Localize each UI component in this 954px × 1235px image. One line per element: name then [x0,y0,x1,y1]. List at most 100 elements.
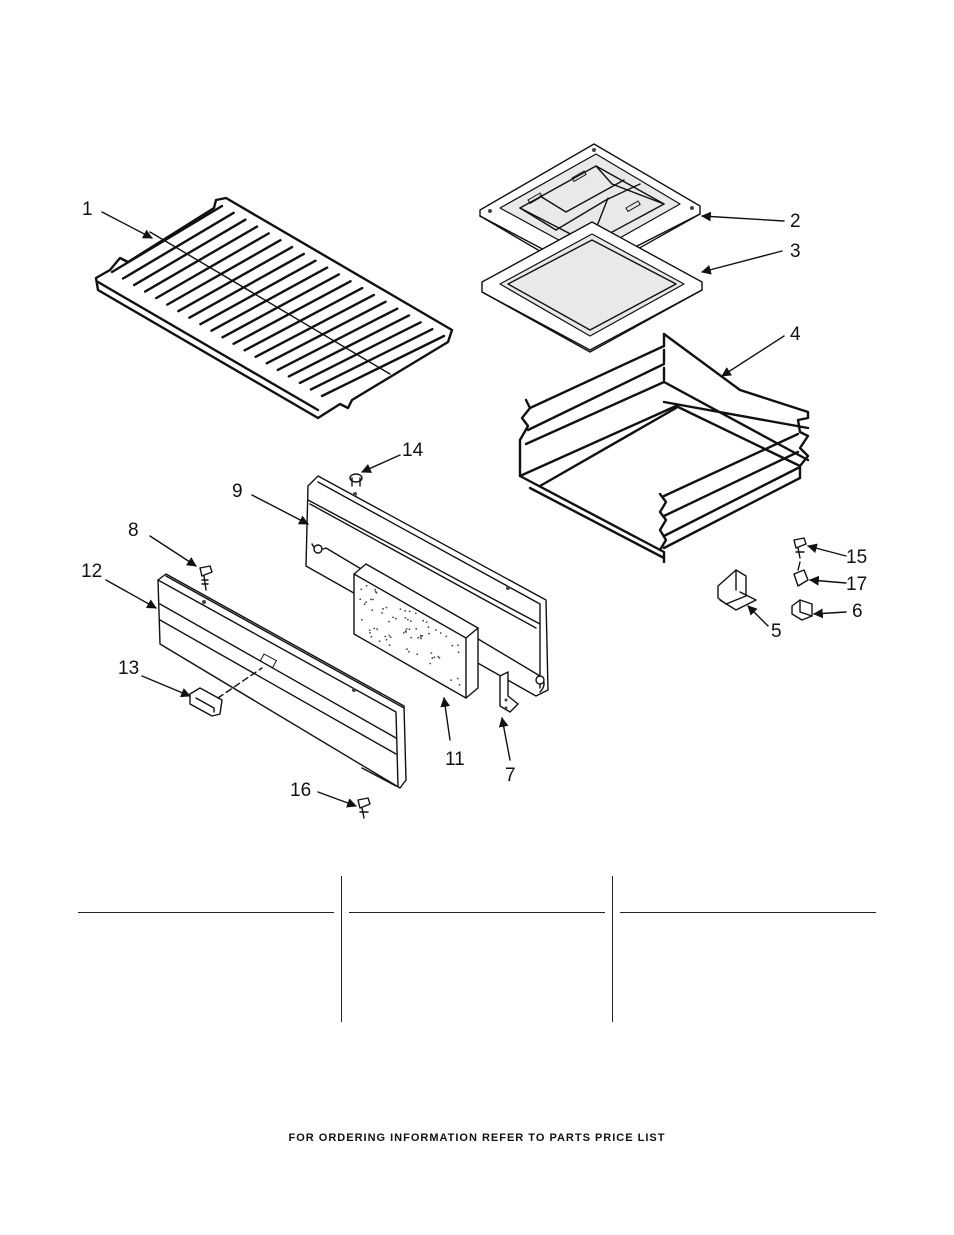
rack-cross-wire [221,273,341,339]
insulation-texture-dot [409,620,412,622]
table-rule [349,912,605,913]
insulation-texture-dot [388,620,390,623]
rack-cross-wire [177,245,294,313]
insulation-texture-dot [408,628,411,631]
rack-cross-wire [287,314,411,378]
callout-13: 13 [118,658,139,679]
glide-bracket [717,569,757,611]
insulation-texture-dot [385,606,388,609]
clip [793,561,809,587]
insulation-texture-dot [430,652,433,654]
screw-16 [357,797,371,819]
table-divider [612,876,613,1022]
insulation-texture-dot [410,636,413,639]
insulation-texture-dot [419,636,422,638]
insulation-texture-dot [422,619,425,622]
drawer-front-panel [157,573,407,789]
insulation-texture-dot [370,598,372,601]
insulation-texture-dot [421,635,424,637]
rack-cross-wire [199,259,317,326]
insulation-texture-dot [388,634,391,637]
callout-16: 16 [290,780,311,801]
insulation-texture-dot [388,644,391,647]
insulation-texture-dot [381,612,383,614]
callout-2: 2 [790,211,801,232]
callout-6: 6 [852,601,863,622]
insulation-texture-dot [373,627,376,630]
insulation-texture-dot [431,657,434,659]
rack-cross-wire [276,307,399,372]
slide-bracket [499,671,519,713]
insulation-texture-dot [376,628,378,630]
ordering-info-footer: FOR ORDERING INFORMATION REFER TO PARTS … [288,1132,666,1144]
insulation-texture-dot [360,588,363,591]
insulation-texture-dot [389,636,392,638]
insulation-texture-dot [450,679,452,681]
callout-7: 7 [505,765,516,786]
screw-14 [349,473,363,487]
insulation-texture-dot [406,648,408,650]
insulation-texture-dot [365,601,367,604]
insulation-texture-dot [370,635,373,638]
rack-cross-wire [166,239,282,306]
screw-8 [199,565,213,591]
insulation-texture-dot [395,617,397,620]
rack-cross-wire [210,266,329,332]
insulation-texture-dot [374,588,376,591]
insulation-texture-dot [404,617,407,619]
insulation-texture-dot [415,628,418,630]
rack-cross-wire [254,293,376,359]
insulation-texture-dot [405,628,408,630]
callout-17: 17 [846,574,867,595]
roller [791,599,813,621]
callout-15: 15 [846,547,867,568]
rack-cross-wire [188,252,305,319]
rack-cross-wire [110,204,224,274]
insulation-texture-dot [414,612,417,615]
insulation-texture-dot [437,655,440,658]
insulation-texture-dot [428,632,430,635]
insulation-texture-dot [392,616,394,619]
rack-cross-wire [132,218,247,287]
callout-8: 8 [128,520,139,541]
insulation-texture-dot [378,640,381,642]
callout-11: 11 [445,749,465,770]
callout-4: 4 [790,324,801,345]
insulation-texture-dot [365,584,368,587]
insulation-texture-dot [374,590,377,593]
insulation-texture-dot [420,637,422,640]
rack-cross-wire [309,327,434,391]
rack-cross-wire [298,321,422,385]
insulation-texture-dot [457,651,460,654]
rack-cross-wire [243,286,364,352]
callout-14: 14 [402,440,424,461]
insulation-texture-dot [384,635,387,638]
leader-lines [101,211,847,808]
insulation-texture-dot [359,598,362,600]
insulation-texture-dot [382,607,384,610]
insulation-texture-dot [425,621,428,623]
insulation-texture-dot [402,632,405,634]
insulation-texture-dot [368,629,371,632]
insulation-texture-dot [416,653,419,656]
broiler-pan-bottom [481,221,703,353]
insulation-texture-dot [371,609,374,611]
handle-insert [189,667,263,717]
insulation-texture-dot [458,684,461,686]
callout-3: 3 [790,241,801,262]
insulation-texture-dot [456,677,459,680]
insulation-pad [353,563,479,699]
rack-cross-wire [265,300,387,365]
insulation-texture-dot [427,626,430,629]
rack-cross-wire [155,232,270,300]
oven-rack [94,196,454,420]
insulation-texture-dot [445,635,448,638]
table-rule [78,912,334,913]
insulation-texture-dot [399,608,402,610]
insulation-texture-dot [451,644,454,647]
insulation-texture-dot [439,632,442,634]
callout-9: 9 [232,481,243,502]
table-divider [341,876,342,1022]
insulation-texture-dot [407,618,409,621]
